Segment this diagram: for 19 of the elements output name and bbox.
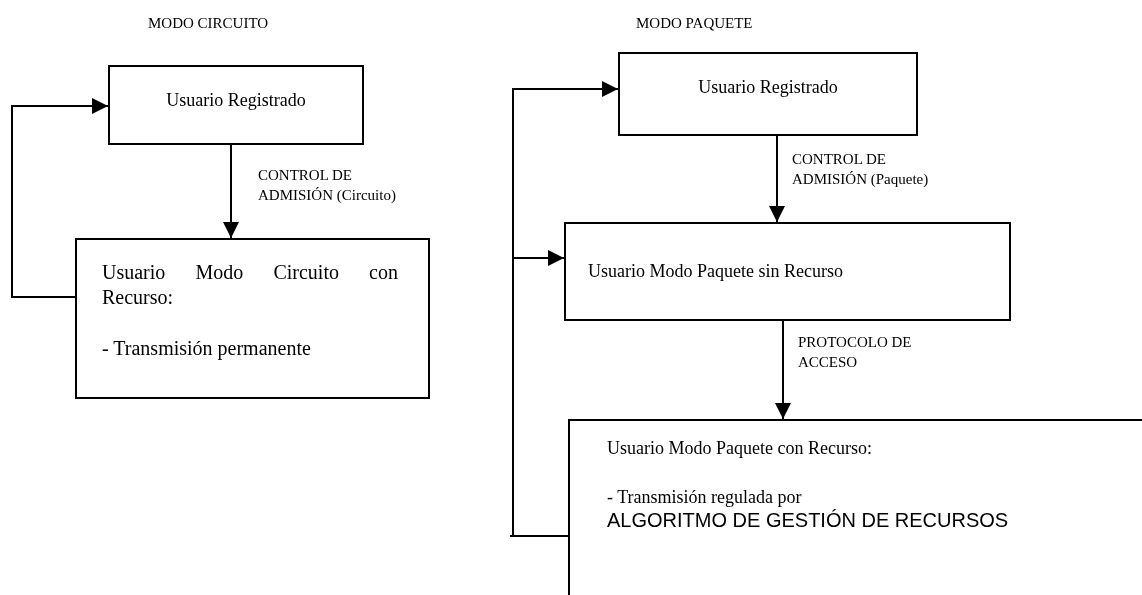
process-box: [75, 238, 430, 399]
arrow: [775, 320, 791, 420]
box-text: Usuario Registrado: [697, 76, 839, 99]
process-box: [108, 65, 364, 145]
column-heading: MODO PAQUETE: [636, 14, 753, 33]
box-text: Usuario Modo Paquete con Recurso:: [607, 437, 873, 460]
arrow: [11, 98, 109, 298]
box-text: - Transmisión regulada por: [607, 485, 803, 508]
process-box: [618, 52, 918, 136]
box-text: ALGORITMO DE GESTIÓN DE RECURSOS: [607, 508, 1010, 533]
box-text: Usuario Registrado: [165, 89, 307, 112]
column-heading: MODO CIRCUITO: [148, 14, 269, 33]
process-box: [564, 222, 1011, 321]
arrow: [223, 144, 239, 239]
box-text: Usuario Modo Paquete sin Recurso: [588, 260, 844, 283]
process-box: [568, 419, 1142, 595]
box-text: - Transmisión permanente: [102, 336, 312, 361]
box-text: Usuario Modo Circuito con Recurso:: [102, 260, 398, 310]
arrow: [769, 135, 785, 223]
